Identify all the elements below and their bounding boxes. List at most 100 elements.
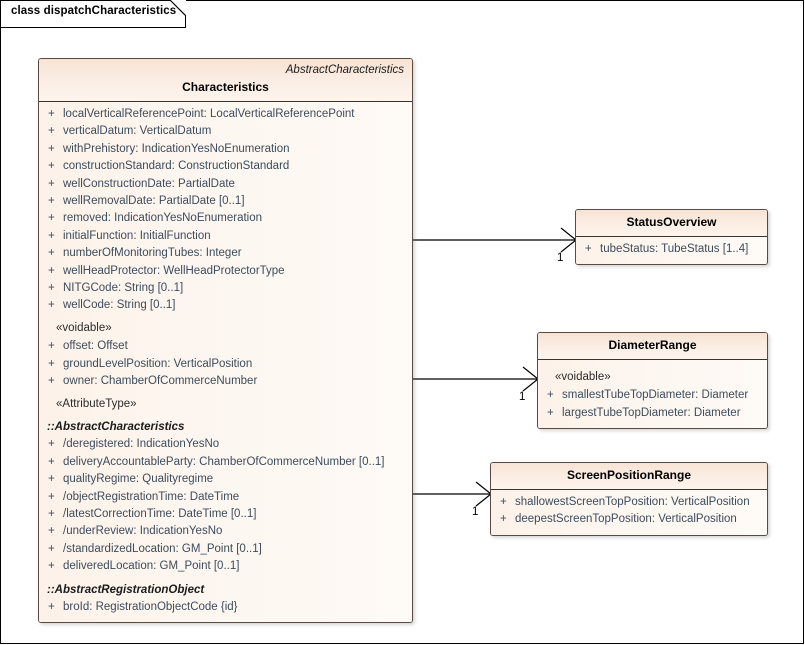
stereotype-label: «voidable» [555,371,611,383]
uml-class-characteristics[interactable]: AbstractCharacteristics Characteristics … [38,58,413,624]
visibility-marker: + [48,299,55,312]
visibility-marker: + [48,247,55,260]
attribute-signature: deliveredLocation: GM_Point [0..1] [63,560,240,573]
visibility-marker: + [48,195,55,208]
attribute-signature: groundLevelPosition: VerticalPosition [63,357,253,370]
visibility-marker: + [48,160,55,173]
attribute-row[interactable]: +NITGCode: String [0..1] [39,280,412,297]
diagram-title: class dispatchCharacteristics [11,5,177,17]
attribute-row[interactable]: +removed: IndicationYesNoEnumeration [39,210,412,227]
uml-class-diameter-range[interactable]: DiameterRange «voidable»+ smallestTubeTop… [537,332,768,430]
attribute-row[interactable]: + numberOfMonitoringTubes: Integer [39,245,412,262]
attribute-signature: verticalDatum: VerticalDatum [63,125,212,138]
attribute-signature: constructionStandard: ConstructionStanda… [63,160,290,173]
attribute-signature: /objectRegistrationTime: DateTime [63,490,240,503]
class-header-characteristics: AbstractCharacteristics Characteristics [39,59,412,102]
class-header-status-overview: StatusOverview [576,210,767,237]
uml-class-screen-position-range[interactable]: ScreenPositionRange + shallowestScreenTop… [490,462,768,536]
assoc-screen-position-range [412,481,492,507]
attribute-row[interactable]: + constructionStandard: ConstructionStand… [39,158,412,175]
attribute-row[interactable]: +largestTubeTopDiameter: Diameter [538,405,767,422]
uml-class-status-overview[interactable]: StatusOverview +tubeStatus: TubeStatus [… [575,209,768,266]
stereotype-label: «AttributeType» [56,397,137,410]
attribute-row[interactable]: + withPrehistory: IndicationYesNoEnumerat… [39,141,412,158]
attribute-signature: /standardizedLocation: GM_Point [0..1] [63,542,262,555]
attribute-row[interactable]: +verticalDatum: VerticalDatum [39,123,412,140]
inherited-section-label: ::AbstractRegistrationObject [47,583,205,596]
attribute-row[interactable]: +shallowestScreenTopPosition: VerticalPo… [491,494,767,511]
attribute-signature: largestTubeTopDiameter: Diameter [562,406,741,419]
attribute-row[interactable]: + deliveredLocation: GM_Point [0..1] [39,558,412,575]
visibility-marker: + [48,108,55,120]
attribute-row[interactable]: + wellCode: String [0..1] [39,297,412,314]
attribute-signature: wellConstructionDate: PartialDate [63,177,235,190]
attribute-signature: offset: Offset [63,340,128,353]
attribute-row[interactable]: +broId: RegistrationObjectCode {id} [39,599,412,616]
attribute-row[interactable]: + owner: ChamberOfCommerceNumber [39,373,412,390]
attribute-row[interactable]: + /latestCorrectionTime: DateTime [0..1] [39,506,412,523]
attribute-row[interactable]: + groundLevelPosition: VerticalPosition [39,356,412,373]
assoc-status-overview [412,227,577,253]
attribute-signature: localVerticalReferencePoint: LocalVertic… [63,108,355,120]
multiplicity-status-overview: 1 [557,252,564,264]
attribute-row[interactable]: + /objectRegistrationTime: DateTime [39,489,412,506]
class-name-label: StatusOverview [626,215,717,229]
class-parent-label: AbstractCharacteristics [285,64,404,76]
class-header-diameter-range: DiameterRange [538,333,767,360]
attribute-row[interactable]: +tubeStatus: TubeStatus [1..4] [576,241,767,258]
attribute-signature: shallowestScreenTopPosition: VerticalPos… [515,496,750,508]
attribute-signature: deepestScreenTopPosition: VerticalPositi… [515,513,737,526]
attribute-row[interactable]: + deliveryAccountableParty: ChamberOfComm… [39,454,412,471]
attribute-signature: qualityRegime: Qualityregime [63,473,214,486]
multiplicity-screen-position-range: 1 [472,506,479,518]
attribute-row[interactable]: + wellRemovalDate: PartialDate [0..1] [39,193,412,210]
attribute-row[interactable]: + localVerticalReferencePoint: LocalVerti… [39,106,412,123]
visibility-marker: + [500,513,507,526]
attribute-signature: tubeStatus: TubeStatus [1..4] [600,243,749,255]
class-name-label: ScreenPositionRange [566,468,692,482]
attribute-row[interactable]: +/standardizedLocation: GM_Point [0..1] [39,541,412,558]
attribute-row[interactable]: +wellHeadProtector: WellHeadProtectorTyp… [39,263,412,280]
attribute-signature: withPrehistory: IndicationYesNoEnumerati… [63,142,290,155]
attribute-signature: /latestCorrectionTime: DateTime [0..1] [63,507,257,520]
visibility-marker: + [48,560,55,573]
attribute-row[interactable]: + deepestScreenTopPosition: VerticalPosit… [491,511,767,528]
class-body-status-overview: +tubeStatus: TubeStatus [1..4] [576,237,767,265]
visibility-marker: + [48,142,55,155]
attribute-row[interactable]: + /deregistered: IndicationYesNo [39,436,412,453]
attribute-row[interactable]: + smallestTubeTopDiameter: Diameter [538,387,767,404]
visibility-marker: + [48,229,55,242]
visibility-marker: + [48,340,55,353]
attribute-row[interactable]: +initialFunction: InitialFunction [39,228,412,245]
visibility-marker: + [48,490,55,503]
attribute-signature: smallestTubeTopDiameter: Diameter [562,389,749,402]
class-body-characteristics: + localVerticalReferencePoint: LocalVerti… [39,102,412,623]
visibility-marker: + [48,264,55,277]
class-body-screen-position-range: + shallowestScreenTopPosition: VerticalPo… [491,490,767,535]
visibility-marker: + [48,507,55,520]
visibility-marker: + [48,438,55,451]
inherited-section-label: ::AbstractCharacteristics [47,420,185,433]
attribute-signature: owner: ChamberOfCommerceNumber [63,375,258,388]
attribute-signature: /underReview: IndicationYesNo [63,525,223,538]
visibility-marker: + [48,282,55,295]
class-name-label: DiameterRange [608,338,697,352]
visibility-marker: + [48,375,55,388]
attribute-signature: deliveryAccountableParty: ChamberOfComme… [63,455,385,468]
attribute-row[interactable]: +/underReview: IndicationYesNo [39,523,412,540]
assoc-diameter-range [412,366,539,392]
attribute-signature: numberOfMonitoringTubes: Integer [63,247,242,260]
attribute-row[interactable]: +wellConstructionDate: PartialDate [39,176,412,193]
class-body-diameter-range: «voidable»+ smallestTubeTopDiameter: Diam… [538,360,767,429]
visibility-marker: + [48,357,55,370]
visibility-marker: + [547,389,554,402]
attribute-signature: wellRemovalDate: PartialDate [0..1] [63,195,245,208]
attribute-row[interactable]: + offset: Offset [39,338,412,355]
stereotype-label: «voidable» [56,321,112,334]
attribute-signature: wellCode: String [0..1] [63,299,176,312]
visibility-marker: + [48,455,55,468]
attribute-signature: /deregistered: IndicationYesNo [63,438,220,451]
visibility-marker: + [48,212,55,225]
diagram-frame-tab: class dispatchCharacteristics [0,0,186,28]
attribute-row[interactable]: +qualityRegime: Qualityregime [39,471,412,488]
